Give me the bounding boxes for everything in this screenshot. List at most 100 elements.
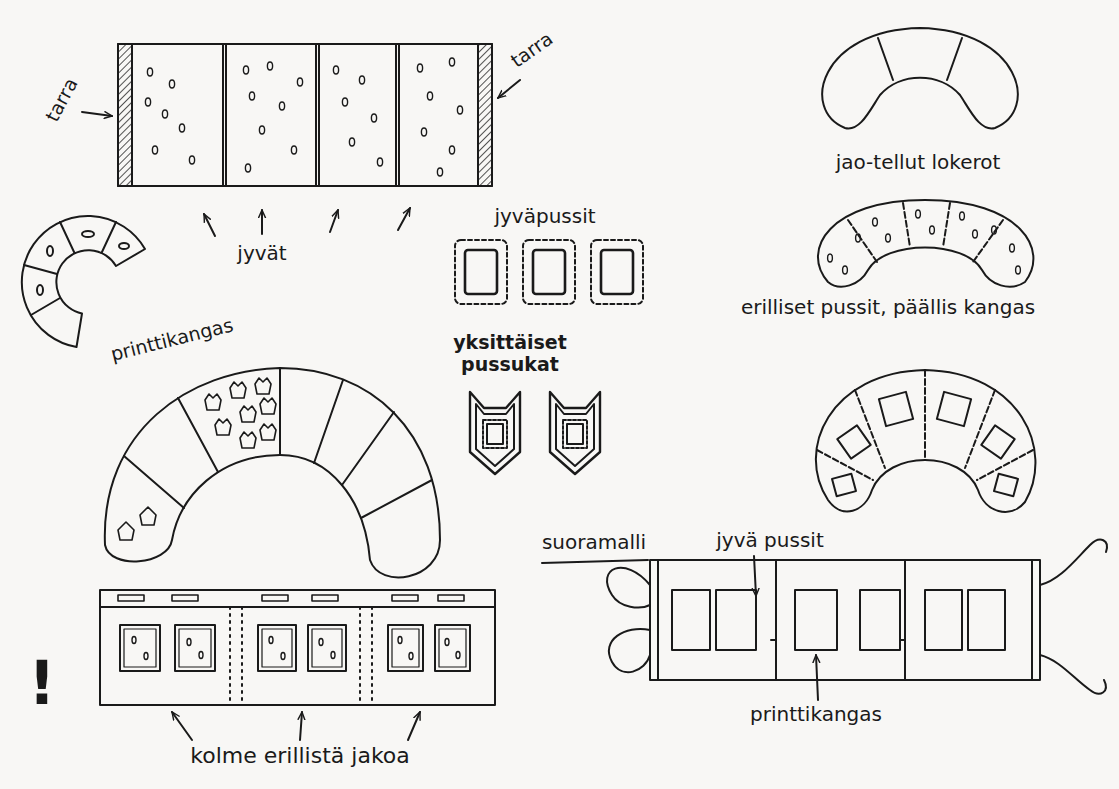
individual-pouches	[487, 424, 503, 444]
three-part-pillow	[179, 629, 211, 667]
straight-model-pillow	[1031, 560, 1033, 680]
printed-fabric-crescent	[240, 432, 256, 448]
leader-arrows	[82, 112, 112, 116]
sketch-label: erilliset pussit, päällis kangas	[741, 296, 1035, 319]
leader-arrows	[204, 214, 215, 236]
three-part-pillow	[392, 629, 419, 667]
grain-bags	[455, 240, 643, 304]
straight-model-pillow	[904, 560, 906, 680]
crescent-square-bags	[816, 370, 1036, 512]
straight-model-pillow	[672, 590, 710, 650]
grain-dots	[267, 62, 272, 70]
grain-bags	[523, 240, 575, 304]
grain-dots	[259, 126, 264, 134]
grain-dots	[417, 64, 422, 72]
grain-bags	[533, 250, 565, 294]
grain-dots	[377, 158, 382, 166]
leader-arrows	[261, 210, 263, 234]
sticker-label: tarra	[42, 75, 83, 126]
crescent-grain-bags	[848, 220, 877, 262]
printed-fabric-crescent	[118, 378, 276, 540]
grain-dots	[269, 637, 273, 644]
curled-pillow	[119, 243, 129, 249]
individual-pouches	[550, 392, 600, 474]
three-part-pillow	[312, 595, 338, 601]
printed-fabric-crescent	[105, 368, 440, 577]
curled-pillow	[24, 265, 57, 274]
crescent-grain-bags	[1010, 244, 1015, 252]
fabric-label: printtikangas	[109, 314, 236, 366]
crescent-grain-bags	[1016, 266, 1021, 274]
straight-model-pillow	[657, 560, 659, 680]
printed-fabric-crescent	[260, 424, 276, 440]
crescent-square-bags	[924, 370, 926, 458]
grain-dots	[437, 168, 442, 176]
printed-fabric-crescent	[260, 398, 276, 414]
crescent-grain-bags	[943, 203, 950, 247]
grain-dots	[187, 639, 191, 646]
three-part-pillow	[120, 625, 160, 671]
three-part-pillow	[229, 607, 231, 705]
straight-model-pillow	[650, 560, 1040, 680]
printed-fabric-crescent	[240, 406, 256, 422]
crescent-grain-bags	[828, 254, 833, 262]
three-part-pillow	[439, 629, 466, 667]
grain-dots	[132, 637, 460, 660]
leader-arrows	[398, 208, 410, 230]
grain-dots	[457, 106, 462, 114]
straight-model-pillow	[716, 590, 756, 650]
model-heading: suoramalli	[542, 531, 646, 554]
individual-pouches	[470, 392, 600, 474]
leader-arrows	[300, 712, 302, 740]
crescent-grain-bags	[930, 226, 935, 234]
three-part-pillow	[388, 625, 423, 671]
leader-arrows	[408, 712, 420, 740]
grain-bags	[601, 250, 633, 294]
grain-bags	[455, 240, 507, 304]
printed-fabric-crescent	[230, 382, 246, 398]
individual-pouches	[556, 404, 594, 466]
three-part-pillow	[100, 590, 495, 705]
crescent-grain-bags	[818, 200, 1033, 287]
grain-dots	[279, 102, 284, 110]
crescent-compartments	[947, 38, 962, 80]
exclamation-mark: !	[28, 649, 55, 718]
grain-dots	[371, 114, 376, 122]
grain-dots	[342, 98, 347, 106]
printed-fabric-crescent	[314, 380, 343, 463]
grain-dots	[162, 110, 167, 118]
printed-fabric-crescent	[140, 507, 156, 525]
grain-dots	[333, 66, 338, 74]
curled-pillow	[82, 231, 94, 237]
sketch-label: kolme erillistä jakoa	[190, 743, 410, 768]
curled-pillow	[31, 298, 60, 315]
straight-model-pillow	[771, 639, 776, 641]
grain-dots	[409, 653, 413, 660]
grain-dots	[145, 58, 462, 176]
grain-dots	[359, 76, 364, 84]
printed-fabric-crescent	[215, 419, 231, 435]
crescent-grain-bags	[818, 200, 1033, 287]
individual-pouches	[470, 392, 520, 474]
grain-dots	[291, 146, 296, 154]
individual-pouches	[483, 420, 507, 448]
crescent-compartments	[822, 28, 1018, 128]
three-part-pillow	[241, 607, 243, 705]
grain-dots	[243, 66, 248, 74]
crescent-square-bags	[994, 474, 1018, 497]
grain-bags	[591, 240, 643, 304]
grain-dots	[147, 68, 152, 76]
grain-dots	[427, 92, 432, 100]
printed-fabric-crescent	[342, 412, 394, 485]
curled-pillow	[22, 216, 145, 347]
printed-fabric-crescent	[105, 368, 440, 577]
grain-label: jyvät	[237, 242, 286, 265]
crescent-grain-bags	[873, 218, 878, 226]
straight-model-pillow	[1040, 655, 1106, 694]
straight-pillow-top	[478, 44, 492, 186]
three-part-pillow	[392, 595, 418, 601]
printed-fabric-crescent	[124, 456, 184, 508]
three-part-pillow	[118, 595, 144, 601]
straight-model-pillow	[607, 540, 1107, 694]
straight-pillow-top	[395, 44, 397, 186]
